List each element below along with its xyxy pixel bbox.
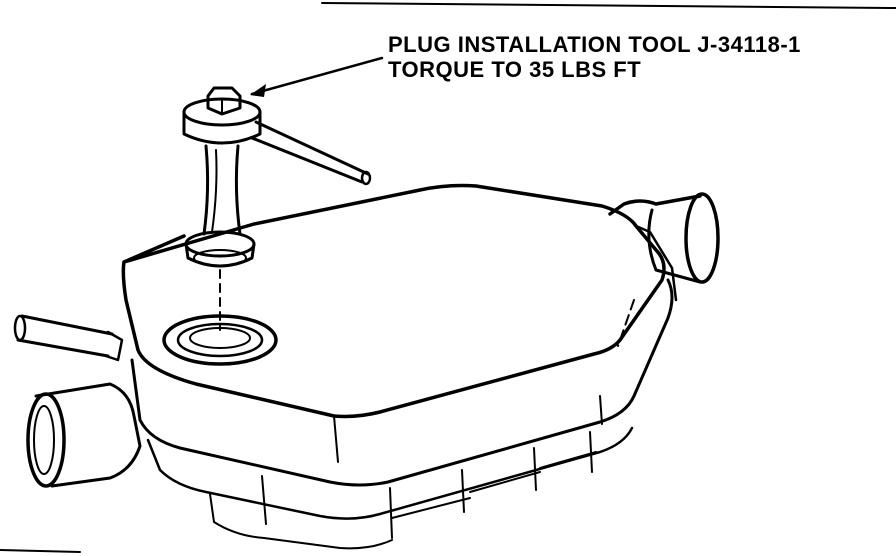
callout-line-tool: PLUG INSTALLATION TOOL J-34118-1 (388, 32, 801, 57)
callout-line-torque: TORQUE TO 35 LBS FT (388, 57, 642, 82)
plug-installation-tool (182, 86, 372, 331)
outlet-pipe (608, 192, 720, 284)
leader-arrow (250, 56, 384, 97)
heater-core-tank (121, 183, 678, 550)
drain-plug-port (162, 314, 278, 366)
inlet-pipe (26, 382, 142, 488)
small-tube (13, 314, 124, 362)
